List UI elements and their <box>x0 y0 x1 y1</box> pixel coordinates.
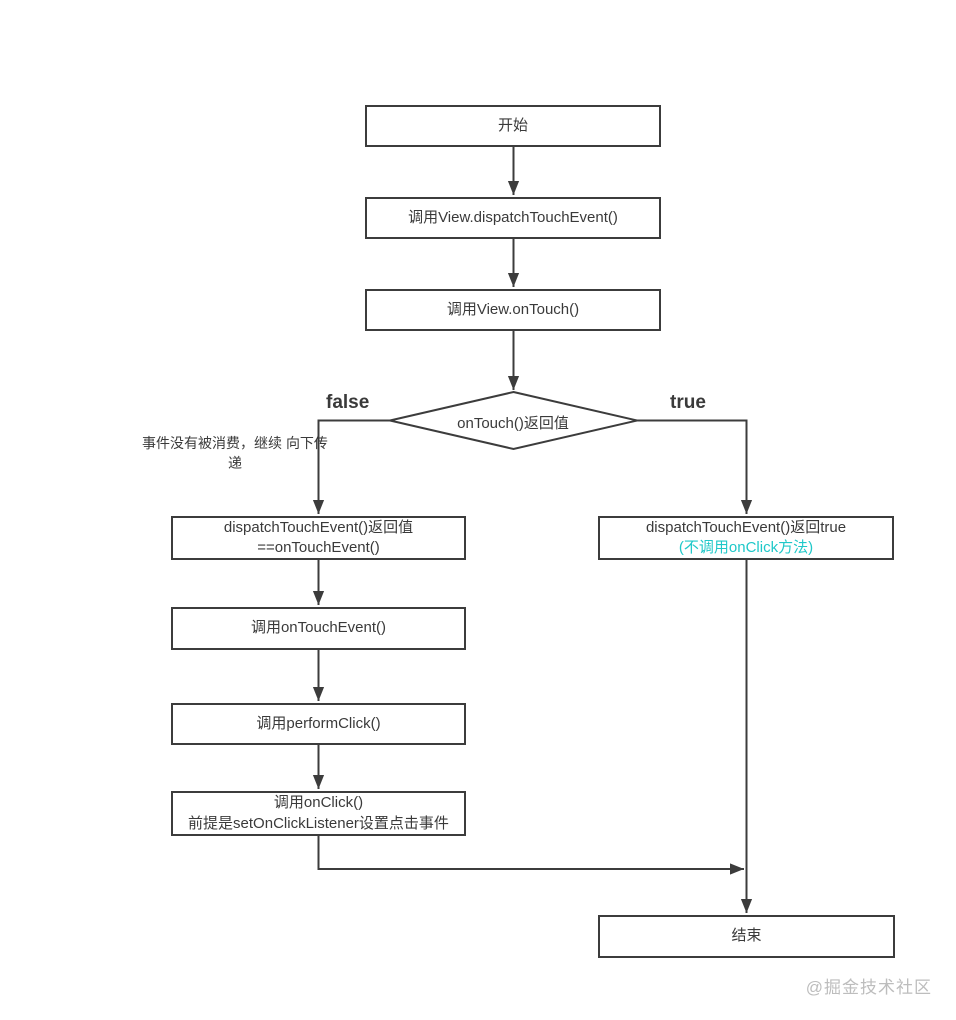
node-end: 结束 <box>598 915 895 958</box>
node-perform-click: 调用performClick() <box>171 703 466 745</box>
node-on-touch: 调用View.onTouch() <box>365 289 661 331</box>
node-end-label: 结束 <box>731 927 762 945</box>
node-start: 开始 <box>365 105 661 147</box>
annotation-line1: 事件没有被消费，继续 <box>142 435 283 451</box>
node-return-equals: dispatchTouchEvent()返回值 ==onTouchEvent() <box>171 516 466 560</box>
annotation-line2: 向下传递 <box>228 435 328 472</box>
node-return-true-line1: dispatchTouchEvent()返回true <box>645 518 847 536</box>
watermark: @掘金技术社区 <box>805 978 932 997</box>
node-on-click-line1: 调用onClick() <box>273 794 364 812</box>
node-return-true-line2: (不调用onClick方法) <box>678 539 814 556</box>
node-on-click-line2: 前提是setOnClickListener设置点击事件 <box>188 814 449 832</box>
node-return-true: dispatchTouchEvent()返回true (不调用onClick方法… <box>598 516 894 560</box>
node-return-equals-line1: dispatchTouchEvent()返回值 <box>223 518 414 536</box>
node-on-click: 调用onClick() 前提是setOnClickListener设置点击事件 <box>171 791 466 836</box>
node-on-touch-event: 调用onTouchEvent() <box>171 607 466 650</box>
node-on-touch-event-label: 调用onTouchEvent() <box>250 619 387 637</box>
branch-true-label: true <box>670 392 706 413</box>
node-perform-click-label: 调用performClick() <box>256 714 381 732</box>
node-on-touch-label: 调用View.onTouch() <box>446 300 580 318</box>
branch-false-label: false <box>326 392 370 413</box>
node-start-label: 开始 <box>497 116 528 134</box>
node-dispatch-touch-event-label: 调用View.dispatchTouchEvent() <box>408 208 618 226</box>
decision-on-touch-return: onTouch()返回值 <box>457 415 569 432</box>
node-return-equals-line2: ==onTouchEvent() <box>257 539 380 556</box>
false-branch-annotation: 事件没有被消费，继续 向下传递 <box>140 433 330 474</box>
node-dispatch-touch-event: 调用View.dispatchTouchEvent() <box>365 197 661 239</box>
